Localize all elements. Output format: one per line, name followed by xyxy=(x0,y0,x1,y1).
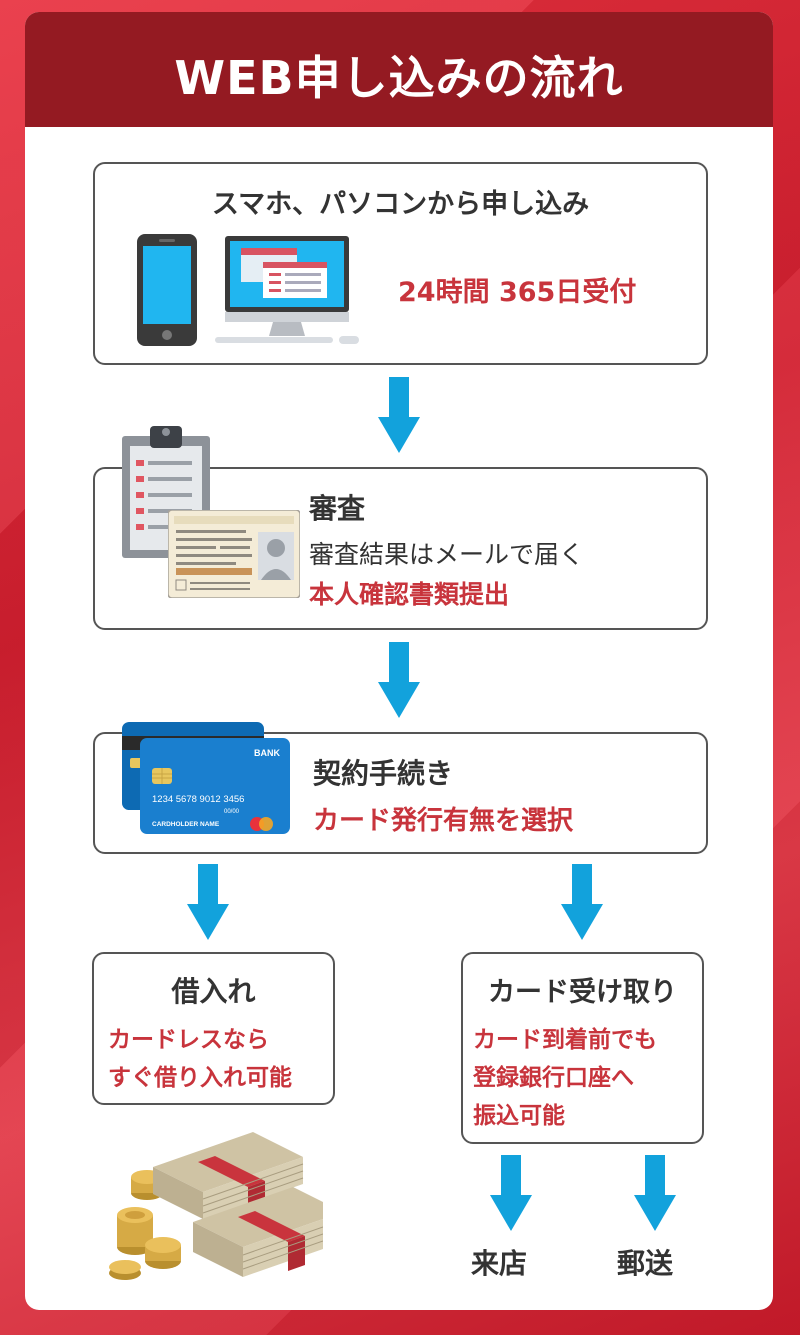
option-store-label: 来店 xyxy=(471,1247,528,1280)
credit-card-icon: BANK 1234 5678 9012 3456 00/00 CARDHOLDE… xyxy=(122,720,292,840)
step-receive: カード受け取り カード到着前でも 登録銀行口座へ 振込可能 xyxy=(461,952,704,1144)
step-review-line2: 本人確認書類提出 xyxy=(309,580,510,609)
step-receive-title: カード受け取り xyxy=(488,977,677,1008)
step-apply: スマホ、パソコンから申し込み xyxy=(93,162,708,365)
card-expiry-text: 00/00 xyxy=(224,809,240,815)
cash-bundles-icon xyxy=(103,1127,343,1292)
arrow-down-icon xyxy=(187,864,229,944)
step-receive-line2: 登録銀行口座へ xyxy=(473,1065,634,1091)
step-borrow: 借入れ カードレスなら すぐ借り入れ可能 xyxy=(92,952,335,1105)
step-borrow-line1: カードレスなら xyxy=(108,1027,269,1053)
arrow-down-icon xyxy=(378,642,420,722)
arrow-down-icon xyxy=(561,864,603,944)
desktop-computer-icon xyxy=(207,236,367,348)
step-apply-note: 24時間 365日受付 xyxy=(398,277,637,308)
arrow-down-icon xyxy=(378,377,420,457)
step-review-title: 審査 xyxy=(309,492,366,525)
step-borrow-title: 借入れ xyxy=(171,975,256,1008)
coins-icon xyxy=(109,1170,181,1280)
id-card-icon xyxy=(167,509,301,599)
step-contract-note: カード発行有無を選択 xyxy=(313,806,574,836)
arrow-down-icon xyxy=(634,1155,676,1235)
step-apply-title: スマホ、パソコンから申し込み xyxy=(211,189,590,220)
arrow-down-icon xyxy=(490,1155,532,1235)
flow-card: WEB申し込みの流れ スマホ、パソコンから申し込み xyxy=(25,12,773,1310)
step-borrow-line2: すぐ借り入れ可能 xyxy=(108,1065,292,1091)
card-holder-text: CARDHOLDER NAME xyxy=(152,821,220,828)
step-receive-line3: 振込可能 xyxy=(473,1103,565,1129)
card-bank-text: BANK xyxy=(254,748,280,758)
step-contract-title: 契約手続き xyxy=(313,757,454,790)
header-banner: WEB申し込みの流れ xyxy=(25,12,773,127)
step-review-line1: 審査結果はメールで届く xyxy=(309,540,585,569)
step-receive-line1: カード到着前でも xyxy=(473,1027,657,1053)
option-mail-label: 郵送 xyxy=(617,1247,674,1280)
card-number-text: 1234 5678 9012 3456 xyxy=(152,794,244,805)
smartphone-icon xyxy=(137,234,197,346)
page-title: WEB申し込みの流れ xyxy=(174,51,624,105)
